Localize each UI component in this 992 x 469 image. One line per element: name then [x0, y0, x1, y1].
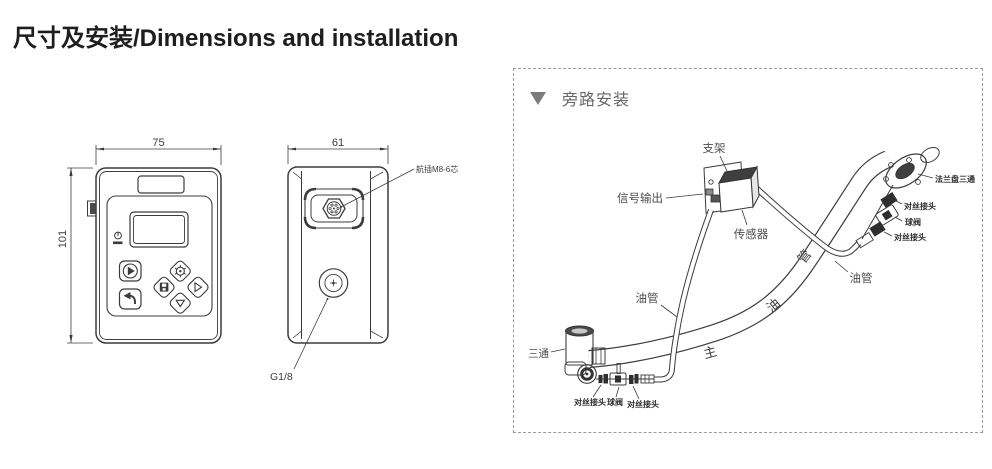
page-title: 尺寸及安装/Dimensions and installation — [13, 25, 459, 52]
svg-text:球阀: 球阀 — [607, 397, 623, 407]
sensor — [705, 165, 760, 213]
port-label: G1/8 — [270, 371, 293, 383]
svg-text:信号输出: 信号输出 — [617, 191, 663, 205]
bypass-valve-assembly — [596, 363, 655, 386]
lcd-display — [129, 211, 189, 248]
front-width-dimension: 75 — [95, 137, 222, 165]
hose-right — [751, 183, 862, 257]
dimension-drawing-svg: 75 101 — [57, 137, 458, 383]
label-ball-valve-top: 球阀 — [894, 216, 921, 227]
side-body — [287, 166, 389, 344]
front-body — [95, 167, 222, 344]
svg-text:对丝接头: 对丝接头 — [627, 399, 659, 409]
port-annotation: G1/8 — [270, 298, 329, 383]
front-height-dimension: 101 — [57, 167, 93, 344]
label-signal-output: 信号输出 — [617, 191, 704, 205]
connector-hex-icon — [322, 198, 346, 219]
label-ball-valve-bottom: 球阀 — [607, 386, 623, 407]
connector-annotation: 航插M8-6芯 — [340, 164, 458, 208]
svg-text:三通: 三通 — [528, 348, 549, 360]
svg-text:油管: 油管 — [850, 271, 873, 285]
label-fitting-bottom-left: 对丝接头 — [574, 384, 606, 407]
back-button-icon — [118, 288, 142, 310]
svg-text:传感器: 传感器 — [734, 227, 769, 241]
label-oil-pipe-right: 油管 — [834, 260, 873, 285]
port-circle — [318, 268, 349, 298]
section-marker-icon — [530, 91, 546, 105]
bypass-diagram-svg: 主 油 管 — [528, 142, 975, 409]
label-fitting-top-1: 对丝接头 — [893, 199, 936, 211]
dpad-right-arrow-icon — [187, 276, 209, 298]
front-label-window — [137, 175, 185, 194]
label-sensor: 传感器 — [734, 209, 769, 241]
connector-label: 航插M8-6芯 — [416, 164, 458, 174]
side-width-dimension: 61 — [287, 137, 389, 164]
tee-assembly — [564, 325, 606, 384]
front-view: 75 101 — [57, 137, 222, 344]
label-bracket: 支架 — [703, 142, 728, 172]
flange-assembly — [883, 146, 940, 189]
front-height-value: 101 — [57, 230, 69, 248]
front-panel — [106, 195, 213, 317]
label-fitting-top-2: 对丝接头 — [883, 231, 926, 242]
bypass-panel: 主 油 管 — [513, 68, 983, 433]
svg-text:法兰盘三通: 法兰盘三通 — [935, 174, 975, 184]
svg-text:支架: 支架 — [703, 142, 726, 155]
dpad-left-save-icon — [153, 276, 175, 298]
power-indicator-icon — [113, 231, 123, 245]
svg-text:对丝接头: 对丝接头 — [574, 397, 606, 407]
svg-text:油管: 油管 — [636, 291, 659, 305]
section-title: 旁路安装 — [562, 92, 631, 109]
label-tee: 三通 — [528, 348, 566, 360]
main-pipe-label-char-1: 主 — [702, 344, 718, 362]
side-view: 航插M8-6芯 G1/8 61 — [270, 137, 458, 383]
side-width-value: 61 — [332, 137, 344, 149]
mounting-clip — [87, 200, 97, 217]
dpad-up-gear-icon — [169, 260, 191, 282]
branch-valve-assembly — [855, 184, 899, 249]
svg-text:球阀: 球阀 — [905, 217, 921, 227]
svg-text:对丝接头: 对丝接头 — [894, 232, 926, 242]
svg-text:对丝接头: 对丝接头 — [904, 201, 936, 211]
hose-left — [654, 208, 714, 383]
label-flange-tee: 法兰盘三通 — [917, 173, 975, 184]
front-width-value: 75 — [152, 137, 164, 149]
connector-assembly — [303, 187, 365, 230]
label-oil-pipe-left: 油管 — [636, 291, 678, 318]
panel-header: 旁路安装 — [530, 86, 630, 110]
label-fitting-bottom-right: 对丝接头 — [627, 385, 659, 409]
play-button-icon — [118, 260, 142, 282]
dpad-down-arrow-icon — [169, 292, 191, 314]
main-pipe: 主 油 管 — [588, 150, 892, 368]
